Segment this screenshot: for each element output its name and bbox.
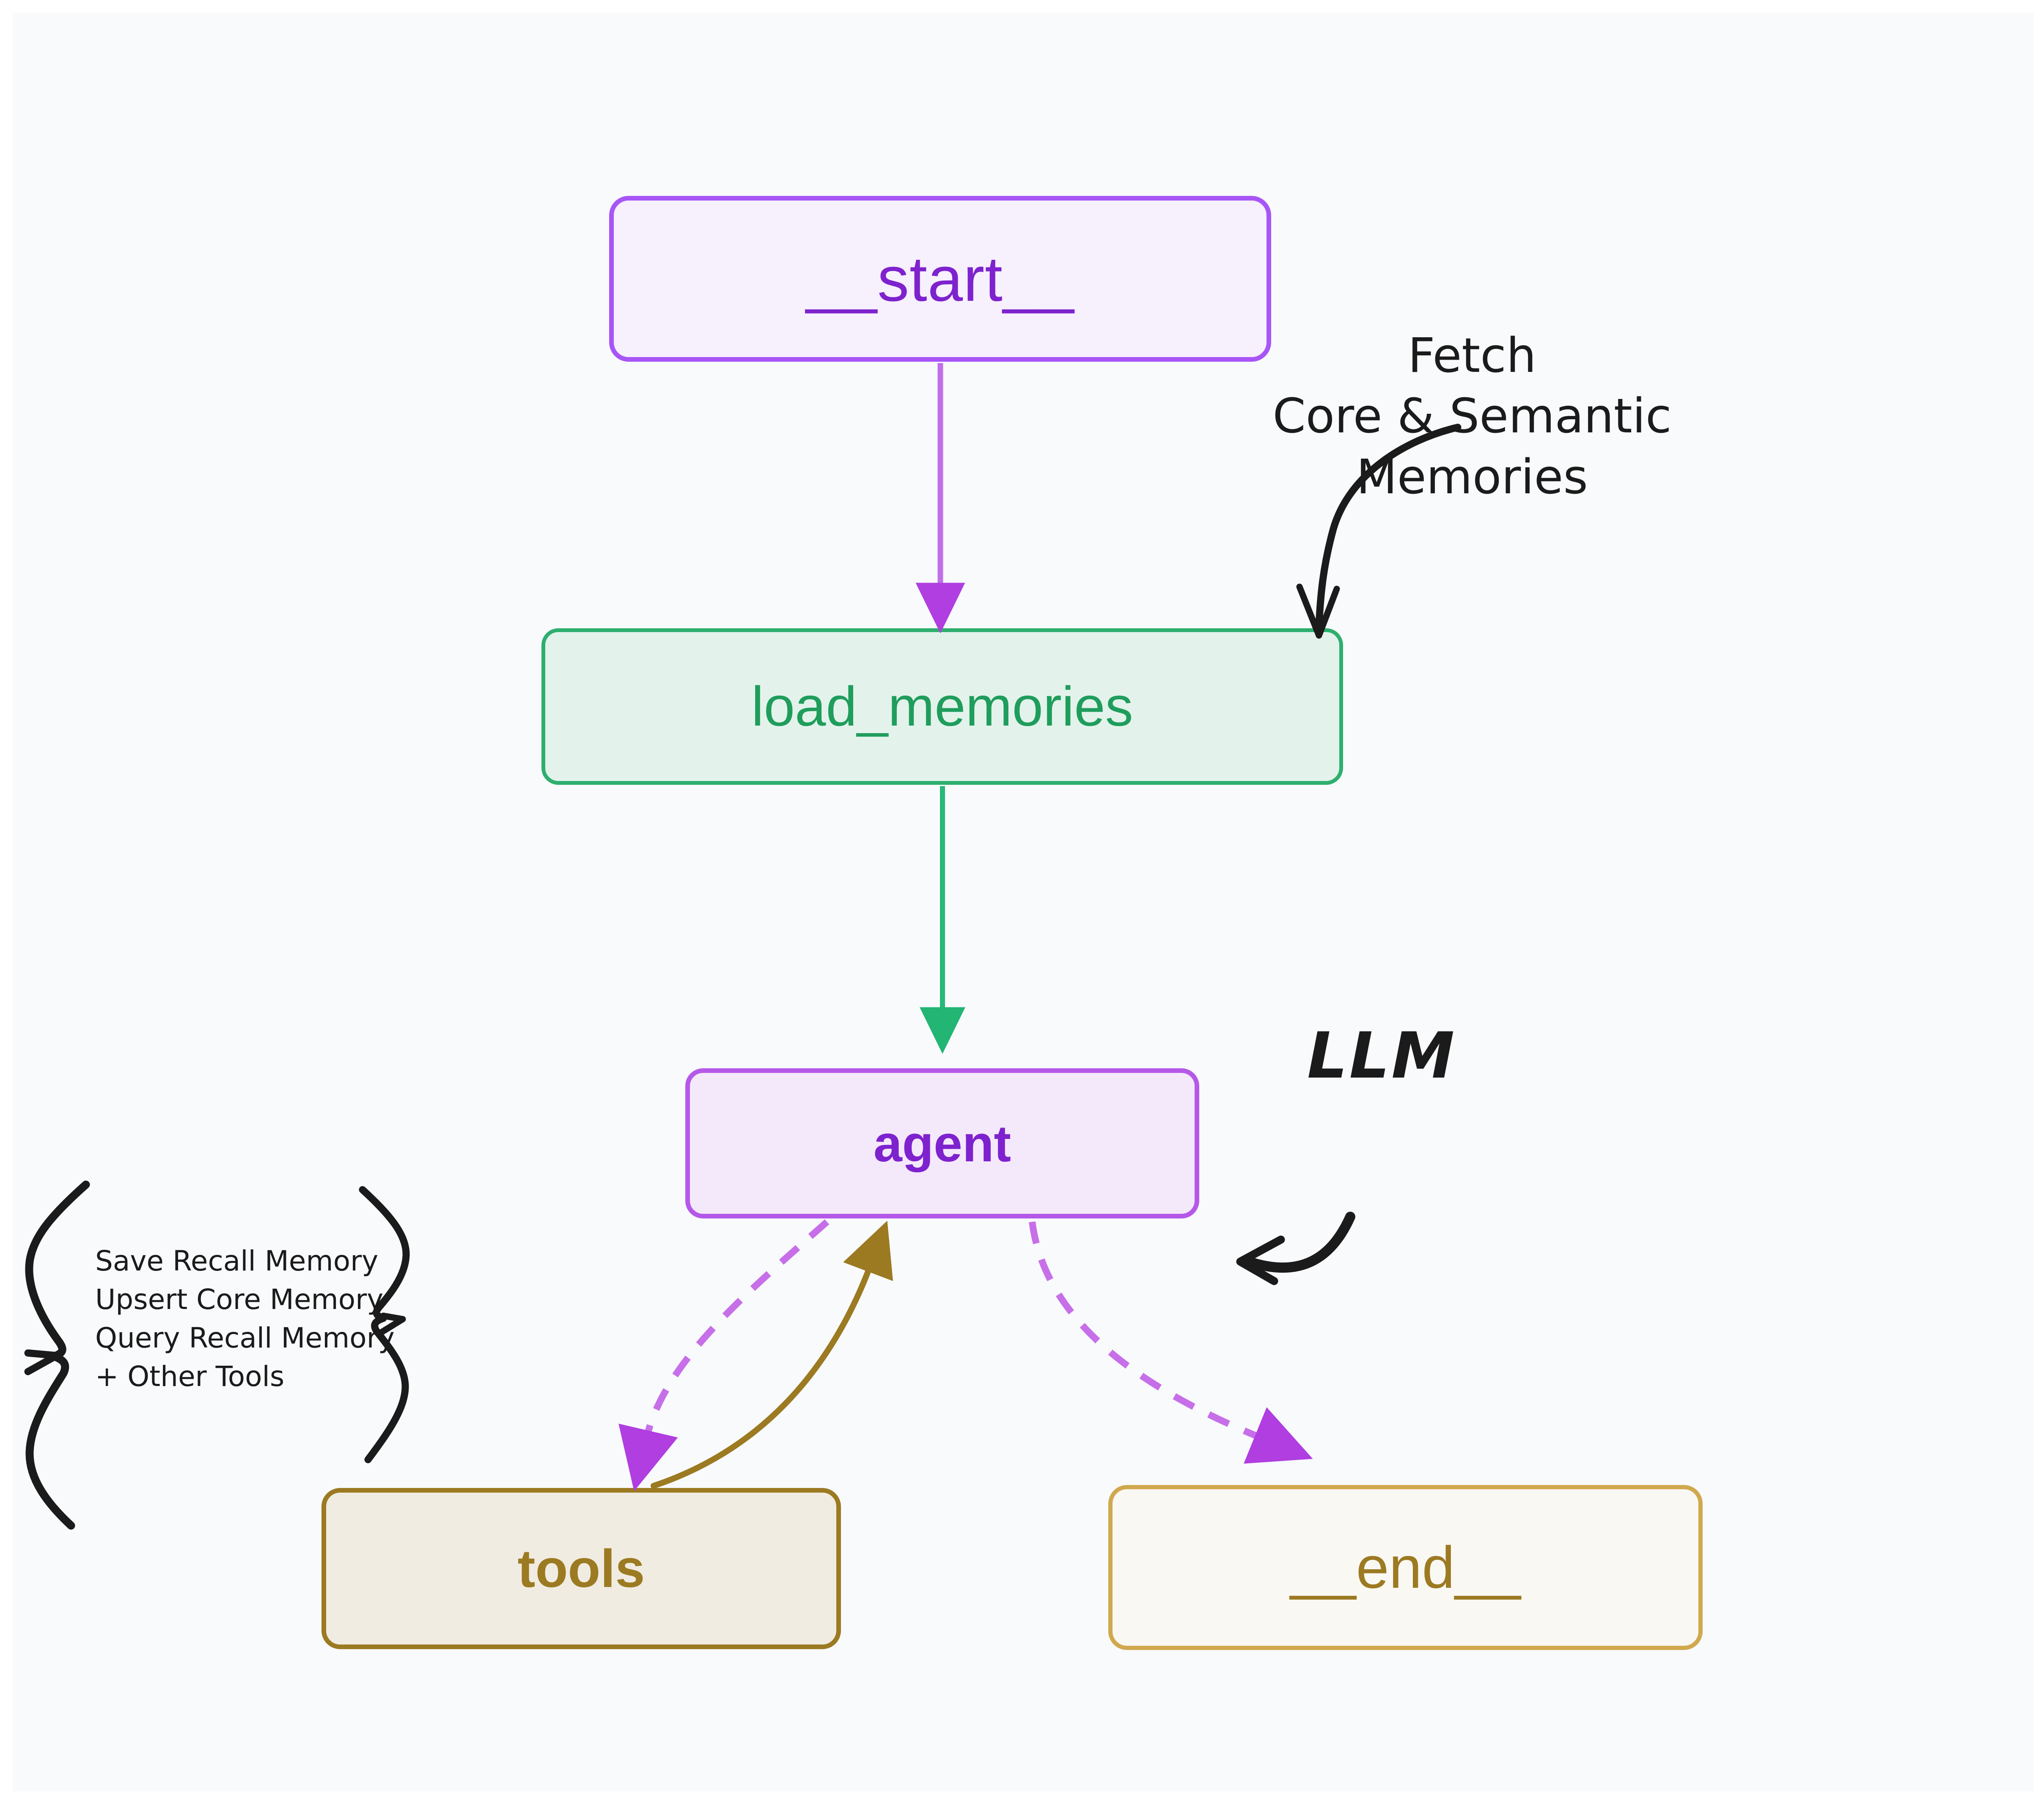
edge-agent-to-tools — [618, 1219, 830, 1491]
node-end-label: __end__ — [1290, 1534, 1521, 1600]
llm-note-arrow-icon — [1236, 1212, 1355, 1285]
node-agent[interactable]: agent — [685, 1068, 1199, 1218]
node-start-label: __start__ — [806, 243, 1074, 314]
node-start[interactable]: __start__ — [609, 196, 1271, 362]
node-tools-label: tools — [517, 1538, 645, 1598]
edge-tools-to-agent — [651, 1221, 893, 1489]
node-tools[interactable]: tools — [321, 1488, 841, 1649]
fetch-note-arrow-icon — [1296, 424, 1462, 639]
node-load-memories-label: load_memories — [751, 675, 1133, 737]
edge-agent-to-end — [1029, 1221, 1313, 1464]
tools-note-left-brace-icon — [24, 1180, 90, 1530]
node-agent-label: agent — [873, 1114, 1011, 1172]
llm-note-text: LLM — [1307, 1019, 1456, 1093]
node-end[interactable]: __end__ — [1108, 1485, 1703, 1650]
tools-note-text: Save Recall Memory Upsert Core Memory Qu… — [95, 1245, 395, 1393]
tools-note-right-brace-icon — [359, 1186, 410, 1463]
fetch-note-text: Fetch Core & Semantic Memories — [1272, 328, 1672, 505]
